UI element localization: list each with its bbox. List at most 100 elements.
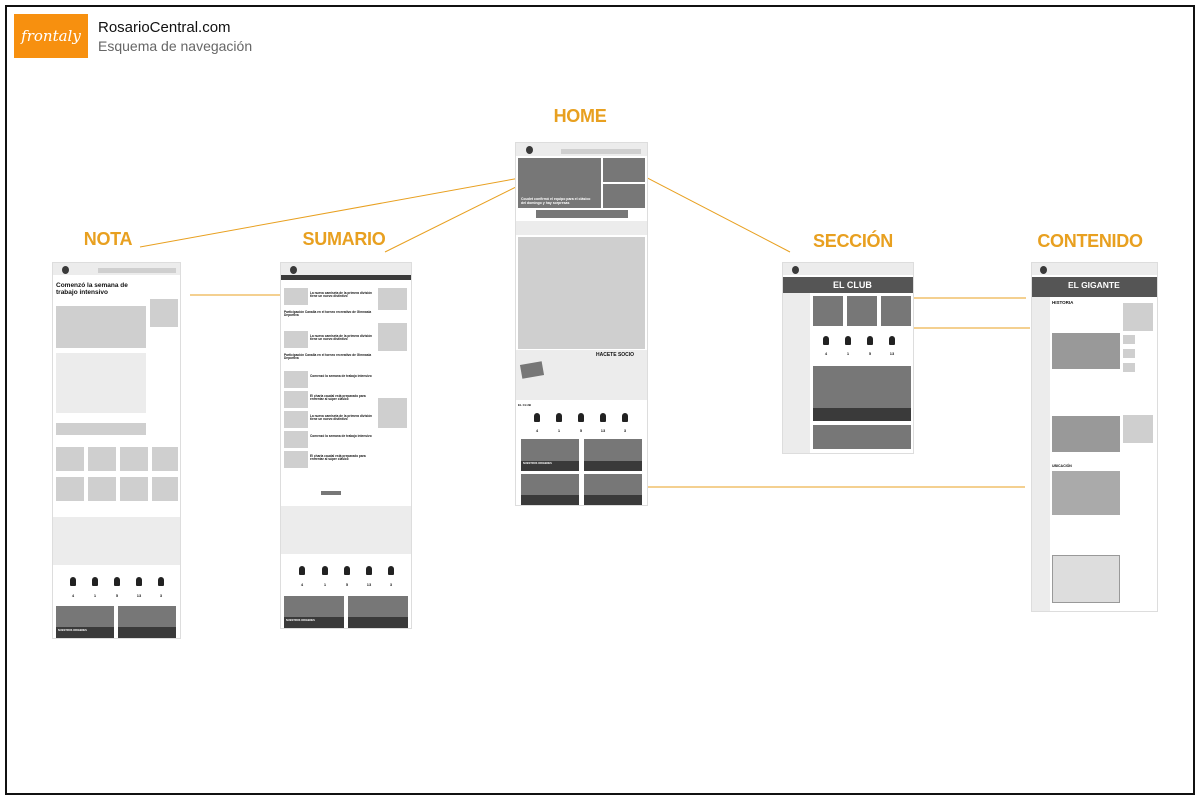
article-headline[interactable]: El charla caudal está preparado para enf… bbox=[310, 454, 366, 462]
wireframe-home[interactable]: Coudet confirmó el equipo para el clásic… bbox=[516, 143, 647, 505]
wireframe-block bbox=[284, 391, 308, 408]
trophy-count: 3 bbox=[159, 593, 163, 598]
wireframe-block bbox=[881, 296, 911, 326]
trophy-count: 4 bbox=[71, 593, 75, 598]
trophy-count: 1 bbox=[93, 593, 97, 598]
trophy-count: 3 bbox=[623, 428, 627, 433]
club-crest-icon bbox=[290, 266, 297, 274]
wireframe-block bbox=[603, 158, 645, 182]
wireframe-block bbox=[152, 447, 178, 471]
label-home: HOME bbox=[553, 106, 607, 126]
wireframe-block bbox=[299, 566, 305, 575]
wireframe-seccion[interactable]: EL CLUB 4 1 5 13 bbox=[783, 263, 913, 453]
wireframe-block bbox=[150, 299, 178, 327]
article-headline[interactable]: La nueva camiseta de la primera división… bbox=[310, 414, 373, 422]
wireframe-block bbox=[1032, 277, 1157, 297]
wireframe-block bbox=[813, 296, 843, 326]
wireframe-block bbox=[158, 577, 164, 586]
wireframe-nota[interactable]: Comenzó la semana de trabajo intensivo 4… bbox=[53, 263, 180, 638]
label-contenido: CONTENIDO bbox=[1037, 231, 1143, 251]
wireframe-block bbox=[136, 577, 142, 586]
wireframe-block bbox=[366, 566, 372, 575]
wireframe-block bbox=[281, 263, 411, 275]
wireframe-block bbox=[1123, 349, 1135, 358]
wireframe-block bbox=[152, 477, 178, 501]
wireframe-block bbox=[584, 495, 642, 505]
wireframe-block bbox=[1052, 416, 1120, 452]
trophy-count: 4 bbox=[300, 582, 304, 587]
wireframe-block bbox=[1032, 263, 1157, 275]
trophy-count: 5 bbox=[345, 582, 349, 587]
club-crest-icon bbox=[1040, 266, 1047, 274]
article-headline[interactable]: Participación Canalla en el torneo recre… bbox=[284, 310, 372, 318]
article-headline[interactable]: La nueva camiseta de la primera división… bbox=[310, 334, 373, 342]
wireframe-block bbox=[281, 275, 411, 280]
wireframe-block bbox=[56, 353, 146, 413]
article-headline[interactable]: Comenzó la semana de trabajo intensivo bbox=[310, 434, 372, 438]
wireframe-block bbox=[388, 566, 394, 575]
wireframe-sumario[interactable]: La nueva camiseta de la primera división… bbox=[281, 263, 411, 628]
card-label: NUESTROS ORIGENES bbox=[58, 629, 87, 632]
article-headline[interactable]: Participación Canalla en el torneo recre… bbox=[284, 353, 372, 361]
wireframe-block bbox=[348, 617, 408, 628]
section-banner: EL CLUB bbox=[833, 280, 872, 290]
wireframe-block bbox=[70, 577, 76, 586]
wireframe-block bbox=[518, 237, 645, 349]
article-headline[interactable]: Comenzó la semana de trabajo intensivo bbox=[310, 374, 372, 378]
wireframe-block bbox=[783, 293, 810, 453]
wireframe-block bbox=[322, 566, 328, 575]
wireframe-block bbox=[622, 413, 628, 422]
wireframe-block bbox=[56, 477, 84, 501]
label-nota: NOTA bbox=[83, 229, 133, 249]
wireframe-block bbox=[1123, 363, 1135, 372]
wireframe-block bbox=[813, 408, 911, 421]
wireframe-block bbox=[889, 336, 895, 345]
label-seccion: SECCIÓN bbox=[813, 231, 893, 251]
wireframe-block bbox=[521, 495, 579, 505]
trophy-count: 13 bbox=[889, 351, 895, 356]
wireframe-block bbox=[56, 423, 146, 435]
wireframe-block bbox=[584, 461, 642, 471]
wireframe-block bbox=[1123, 303, 1153, 331]
wireframe-block bbox=[284, 451, 308, 468]
diagram-subtitle: Esquema de navegación bbox=[98, 38, 253, 54]
trophy-count: 13 bbox=[136, 593, 142, 598]
wireframe-block bbox=[556, 413, 562, 422]
wireframe-block bbox=[1052, 333, 1120, 369]
club-label: EL CLUB bbox=[518, 403, 531, 407]
trophy-count: 1 bbox=[557, 428, 561, 433]
wireframe-block bbox=[378, 323, 407, 351]
wireframe-block bbox=[56, 627, 114, 638]
wireframe-block bbox=[578, 413, 584, 422]
trophy-count: 3 bbox=[389, 582, 393, 587]
article-headline[interactable]: El charla caudal está preparado para enf… bbox=[310, 394, 366, 402]
wireframe-block bbox=[1123, 415, 1153, 443]
trophy-count: 13 bbox=[366, 582, 372, 587]
wireframe-block bbox=[845, 336, 851, 345]
content-banner: EL GIGANTE bbox=[1068, 280, 1120, 290]
wireframe-block bbox=[284, 288, 308, 305]
wireframe-block bbox=[118, 627, 176, 638]
trophy-count: 13 bbox=[600, 428, 606, 433]
wireframe-block bbox=[813, 425, 911, 449]
trophy-count: 5 bbox=[115, 593, 119, 598]
article-headline[interactable]: La nueva camiseta de la primera división… bbox=[310, 291, 373, 299]
wireframe-block bbox=[534, 413, 540, 422]
wireframe-block bbox=[536, 210, 628, 218]
wireframe-block bbox=[120, 447, 148, 471]
trophy-count: 1 bbox=[323, 582, 327, 587]
wireframe-contenido[interactable]: EL GIGANTE HISTORIA UBICACIÓN bbox=[1032, 263, 1157, 611]
trophy-count: 5 bbox=[579, 428, 583, 433]
label-sumario: SUMARIO bbox=[302, 229, 386, 249]
wireframe-block bbox=[284, 371, 308, 388]
wireframe-block bbox=[823, 336, 829, 345]
wireframe-block bbox=[1032, 297, 1050, 611]
wireframe-block bbox=[88, 447, 116, 471]
wireframe-block bbox=[284, 617, 344, 628]
wireframe-block bbox=[120, 477, 148, 501]
trophy-count: 5 bbox=[868, 351, 872, 356]
club-crest-icon bbox=[62, 266, 69, 274]
wireframe-block bbox=[88, 477, 116, 501]
hero-headline[interactable]: Coudet confirmó el equipo para el clásic… bbox=[521, 197, 591, 205]
